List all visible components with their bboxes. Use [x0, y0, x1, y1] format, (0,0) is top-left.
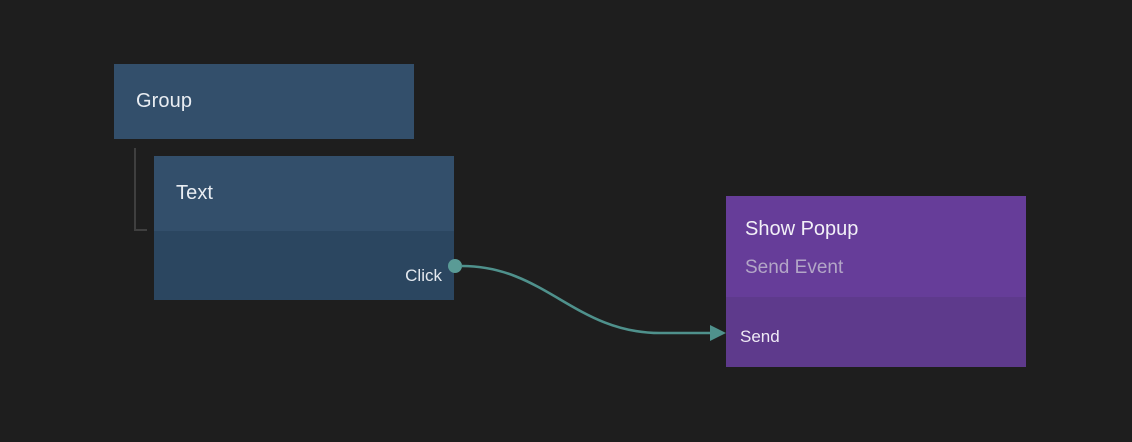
hierarchy-link-group-to-text	[134, 148, 147, 231]
node-group-header: Group	[114, 64, 414, 139]
output-port-click-dot[interactable]	[448, 259, 462, 273]
input-port-send-label[interactable]: Send	[740, 327, 780, 346]
node-text-header: Text	[154, 156, 454, 231]
node-text-body: Click	[154, 231, 454, 300]
node-show-popup-subtitle: Send Event	[745, 257, 844, 278]
node-show-popup-body: Send	[726, 297, 1026, 367]
node-show-popup-header: Show Popup Send Event	[726, 196, 1026, 297]
edge-arrowhead-icon	[710, 325, 726, 341]
output-port-click-label[interactable]: Click	[405, 266, 442, 285]
edge-click-to-send[interactable]	[460, 264, 718, 335]
node-text-title: Text	[176, 182, 214, 204]
node-text[interactable]: Text Click	[154, 156, 454, 300]
node-group[interactable]: Group	[114, 64, 414, 139]
node-show-popup-title: Show Popup	[745, 218, 859, 240]
node-show-popup[interactable]: Show Popup Send Event Send	[726, 196, 1026, 367]
node-group-title: Group	[136, 90, 193, 112]
